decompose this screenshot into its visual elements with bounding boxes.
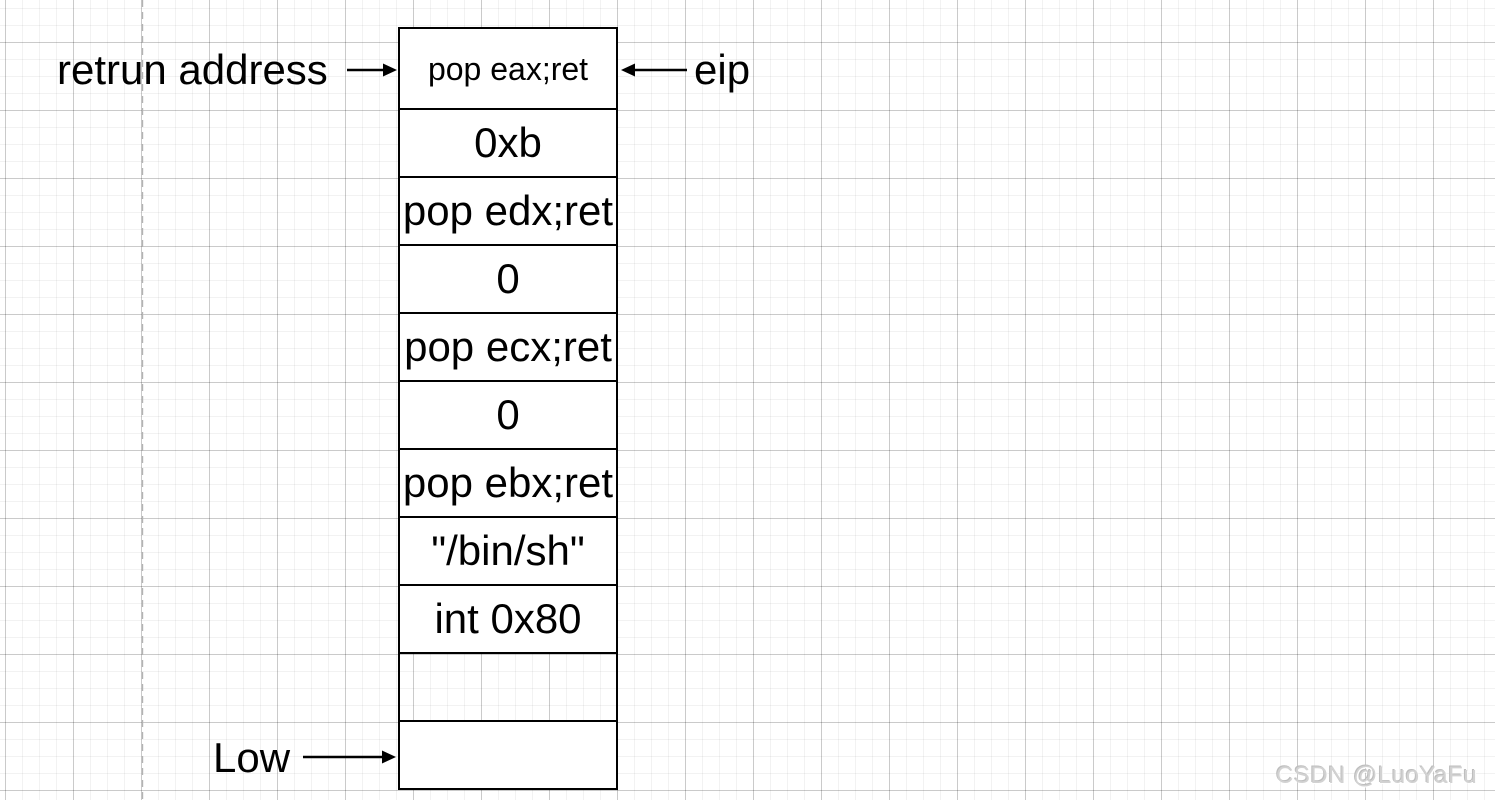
low-arrow [303, 750, 396, 764]
return-address-label: retrun address [57, 46, 328, 93]
eip-arrow [621, 63, 687, 77]
stack-cell-0xb: 0xb [400, 108, 616, 176]
eip-label: eip [694, 46, 751, 93]
stack-column: pop eax;ret 0xb pop edx;ret 0 pop ecx;re… [398, 27, 618, 790]
stack-cell-zero-1: 0 [400, 244, 616, 312]
stack-cell-empty-transparent [400, 652, 616, 720]
csdn-watermark: CSDN @LuoYaFu [1276, 762, 1478, 789]
stack-cell-zero-2: 0 [400, 380, 616, 448]
stack-cell-bin-sh: "/bin/sh" [400, 516, 616, 584]
stack-cell-pop-eax-ret: pop eax;ret [400, 29, 616, 108]
stack-cell-pop-ebx-ret: pop ebx;ret [400, 448, 616, 516]
stack-cell-int-0x80: int 0x80 [400, 584, 616, 652]
stack-cell-pop-ecx-ret: pop ecx;ret [400, 312, 616, 380]
stack-cell-pop-edx-ret: pop edx;ret [400, 176, 616, 244]
stack-cell-empty-low [400, 720, 616, 788]
return-address-arrow [347, 63, 397, 77]
low-label: Low [213, 734, 291, 781]
